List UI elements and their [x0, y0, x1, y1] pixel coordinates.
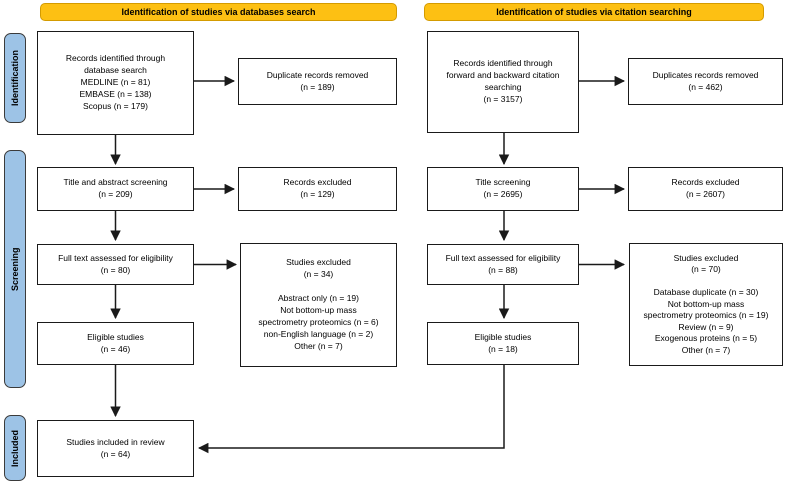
box-cit-studies-excluded: Studies excluded (n = 70) Database dupli… [629, 243, 783, 366]
box-studies-included-in-review: Studies included in review (n = 64) [37, 420, 194, 477]
box-db-eligible-studies: Eligible studies (n = 46) [37, 322, 194, 365]
header-databases-search: Identification of studies via databases … [40, 3, 397, 21]
box-cit-eligible-studies: Eligible studies (n = 18) [427, 322, 579, 365]
box-db-studies-excluded: Studies excluded (n = 34) Abstract only … [240, 243, 397, 367]
stage-label-screening: Screening [4, 150, 26, 388]
box-db-records-excluded: Records excluded (n = 129) [238, 167, 397, 211]
stage-label-identification: Identification [4, 33, 26, 123]
box-db-title-abstract-screening: Title and abstract screening (n = 209) [37, 167, 194, 211]
stage-label-included: Included [4, 415, 26, 481]
box-cit-title-screening: Title screening (n = 2695) [427, 167, 579, 211]
arrow-cit-eligible-to-included [197, 365, 505, 454]
box-db-full-text-assessed: Full text assessed for eligibility (n = … [37, 244, 194, 285]
box-db-records-identified: Records identified through database sear… [37, 31, 194, 135]
box-cit-records-identified: Records identified through forward and b… [427, 31, 579, 133]
box-cit-duplicates-removed: Duplicates records removed (n = 462) [628, 58, 783, 105]
box-db-duplicates-removed: Duplicate records removed (n = 189) [238, 58, 397, 105]
box-cit-records-excluded: Records excluded (n = 2607) [628, 167, 783, 211]
box-cit-full-text-assessed: Full text assessed for eligibility (n = … [427, 244, 579, 285]
header-citation-searching: Identification of studies via citation s… [424, 3, 764, 21]
